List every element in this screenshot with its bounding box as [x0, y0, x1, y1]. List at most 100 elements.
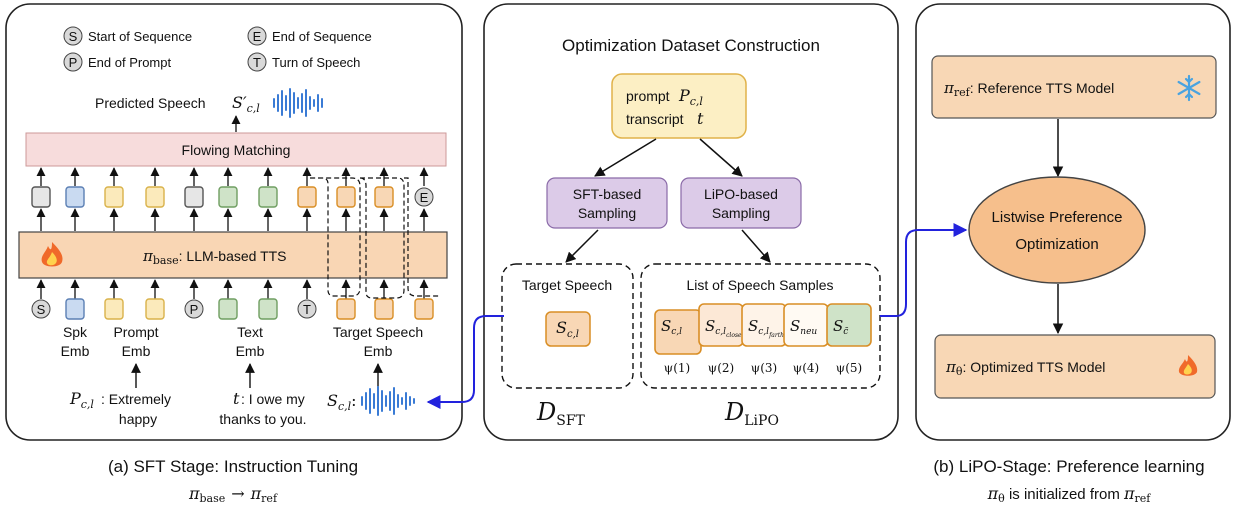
target-emb-label-1: Target Speech [333, 324, 423, 340]
speech-sample-5: Sc̄ ψ(5) [826, 303, 872, 375]
dashed-group-1 [310, 177, 361, 297]
psi-label: ψ(2) [708, 361, 734, 375]
svg-text:E: E [420, 190, 429, 205]
svg-text:P: P [69, 55, 78, 70]
spk-emb-label-1: Spk [63, 324, 88, 340]
input-token-5-marker-icon: P [184, 299, 204, 319]
caption-a-formula: πbase→πref [188, 484, 278, 505]
sft-sampling-label-2: Sampling [578, 205, 636, 221]
llm-bar [18, 231, 448, 279]
reference-model-label: πref: Reference TTS Model [943, 79, 1114, 99]
speech-sample-1: Sc,l ψ(1) [654, 309, 702, 375]
sft-sampling-box [546, 177, 668, 229]
prompt-word: prompt [626, 88, 670, 104]
legend-end-label: End of Sequence [272, 29, 372, 44]
psi-label: ψ(1) [664, 361, 690, 375]
svg-text:P: P [190, 302, 199, 317]
snowflake-icon [1177, 74, 1201, 102]
d-sft-label: DSFT [536, 398, 586, 429]
optimized-model-box [934, 334, 1216, 399]
input-token-9 [336, 298, 356, 320]
predicted-speech-symbol: S′c,l [232, 93, 260, 115]
legend-turn-label: Turn of Speech [272, 55, 360, 70]
svg-text:Sc,lfarthest: Sc,lfarthest [748, 317, 794, 339]
svg-text:S: S [69, 29, 78, 44]
lpo-ellipse [968, 176, 1146, 284]
dashed-group-2 [359, 177, 405, 299]
fire-icon [41, 242, 63, 267]
psi-label: ψ(4) [793, 361, 819, 375]
text-variable: t [233, 389, 240, 408]
input-token-1-marker-icon: S [31, 299, 51, 319]
psi-label: ψ(3) [751, 361, 777, 375]
legend-prompt-icon: P [63, 52, 83, 72]
blue-connector-lipo [880, 223, 968, 317]
speech-list-label: List of Speech Samples [686, 277, 833, 293]
output-token-7 [258, 186, 278, 208]
target-speech-symbol: Sc,l [556, 318, 579, 340]
legend-prompt-label: End of Prompt [88, 55, 171, 70]
sft-sampling-label-1: SFT-based [573, 186, 641, 202]
target-speech-token [545, 311, 591, 347]
legend-start-icon: S [63, 26, 83, 46]
prompt-text-2: happy [119, 411, 157, 427]
target-speech-label: Target Speech [522, 277, 612, 293]
text-emb-label-1: Text [237, 324, 263, 340]
lipo-sampling-label-2: Sampling [712, 205, 770, 221]
d-lipo-label: DLiPO [724, 398, 779, 429]
llm-label: πbase: LLM-based TTS [142, 247, 287, 267]
svg-text:T: T [253, 55, 261, 70]
caption-b-formula: πθ is initialized from πref [987, 484, 1152, 505]
prompt-variable: Pc,l [69, 389, 94, 411]
legend-turn-icon: T [247, 52, 267, 72]
flow-matching-bar [25, 132, 447, 167]
sft-panel [5, 3, 463, 441]
input-token-6 [218, 298, 238, 320]
caption-a-title: (a) SFT Stage: Instruction Tuning [108, 457, 358, 476]
target-variable: Sc,l: [327, 391, 357, 413]
text-text-1: : I owe my [241, 391, 305, 407]
caption-b-title: (b) LiPO-Stage: Preference learning [933, 457, 1204, 476]
flow-matching-label: Flowing Matching [182, 142, 291, 158]
svg-text:E: E [253, 29, 262, 44]
input-token-10 [374, 298, 394, 320]
spk-emb-label-2: Emb [61, 343, 90, 359]
svg-text:Sc̄: Sc̄ [833, 317, 849, 337]
prompt-emb-label-2: Emb [122, 343, 151, 359]
text-text-2: thanks to you. [219, 411, 306, 427]
legend-start-label: Start of Sequence [88, 29, 192, 44]
prompt-text-1: : Extremely [101, 391, 171, 407]
legend-end-icon: E [247, 26, 267, 46]
input-token-8-marker-icon: T [297, 299, 317, 319]
blue-connector-sft [426, 315, 504, 409]
input-token-11 [414, 298, 434, 320]
svg-text:Sc,l: Sc,l [661, 317, 682, 337]
text-emb-label-2: Emb [236, 343, 265, 359]
output-token-8 [297, 186, 317, 208]
reference-model-box [931, 55, 1217, 119]
psi-label: ψ(5) [836, 361, 862, 375]
input-token-2 [65, 298, 85, 320]
token-layer: E S P T [31, 115, 434, 320]
lpo-label-2: Optimization [1015, 236, 1098, 253]
lipo-sampling-label-1: LiPO-based [704, 186, 778, 202]
output-token-11-marker-icon: E [414, 187, 434, 207]
dataset-title: Optimization Dataset Construction [562, 36, 820, 55]
output-token-2 [65, 186, 85, 208]
target-speech-dashed-box [501, 263, 634, 389]
output-token-10 [374, 186, 394, 208]
output-token-3 [104, 186, 124, 208]
input-token-4 [145, 298, 165, 320]
output-token-9 [336, 186, 356, 208]
output-token-1 [31, 186, 51, 208]
waveform-icon [361, 386, 415, 416]
waveform-icon [273, 88, 323, 118]
svg-text:S: S [37, 302, 46, 317]
svg-text:T: T [303, 302, 311, 317]
legend: S Start of Sequence E End of Sequence P … [63, 26, 372, 72]
input-token-7 [258, 298, 278, 320]
